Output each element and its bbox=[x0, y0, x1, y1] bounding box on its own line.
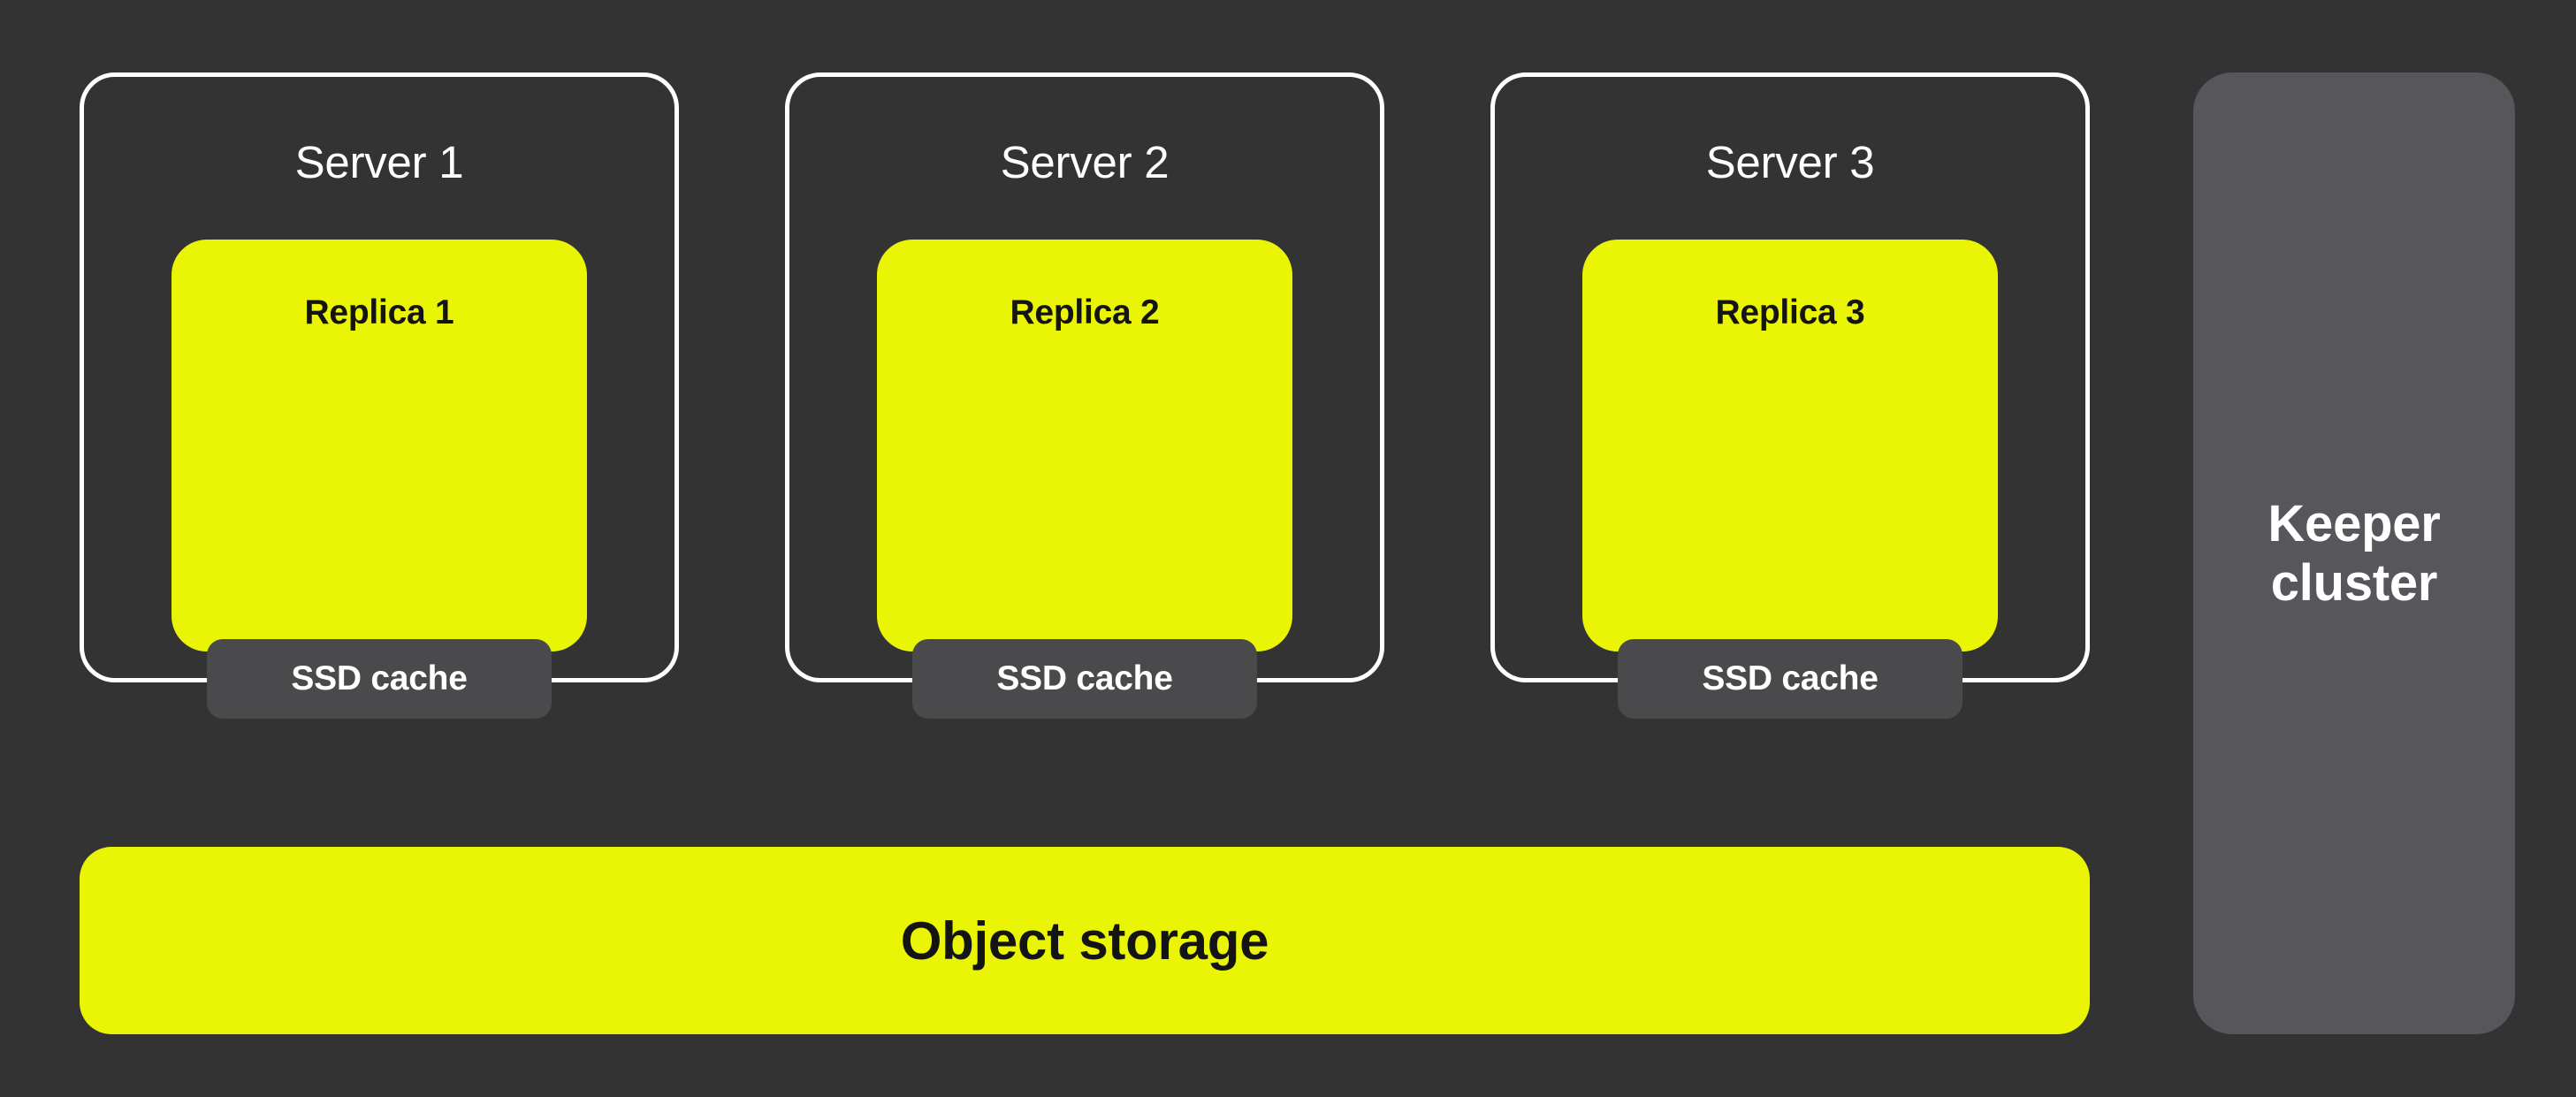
server-2-title: Server 2 bbox=[1000, 137, 1170, 187]
ssd-cache-label-1: SSD cache bbox=[291, 659, 468, 697]
server-2-box: Server 2 Replica 2 SSD cache bbox=[785, 72, 1384, 719]
replica-2-card: Replica 2 bbox=[877, 240, 1292, 651]
ssd-cache-badge-1: SSD cache bbox=[207, 639, 552, 719]
server-1-box: Server 1 Replica 1 SSD cache bbox=[80, 72, 679, 719]
replica-1-card: Replica 1 bbox=[171, 240, 587, 651]
ssd-cache-badge-3: SSD cache bbox=[1618, 639, 1962, 719]
replica-3-card: Replica 3 bbox=[1582, 240, 1998, 651]
replica-1-label: Replica 1 bbox=[304, 293, 454, 331]
keeper-cluster-label: Keeper cluster bbox=[2267, 494, 2441, 612]
ssd-cache-label-3: SSD cache bbox=[1702, 659, 1879, 697]
object-storage-bar: Object storage bbox=[80, 847, 2090, 1034]
server-1-title: Server 1 bbox=[294, 137, 464, 187]
replica-2-label: Replica 2 bbox=[1010, 293, 1160, 331]
replica-3-label: Replica 3 bbox=[1715, 293, 1865, 331]
server-3-title: Server 3 bbox=[1705, 137, 1875, 187]
ssd-cache-badge-2: SSD cache bbox=[912, 639, 1257, 719]
server-3-box: Server 3 Replica 3 SSD cache bbox=[1490, 72, 2090, 719]
object-storage-label: Object storage bbox=[900, 910, 1269, 971]
keeper-cluster-box: Keeper cluster bbox=[2193, 72, 2515, 1034]
ssd-cache-label-2: SSD cache bbox=[996, 659, 1173, 697]
